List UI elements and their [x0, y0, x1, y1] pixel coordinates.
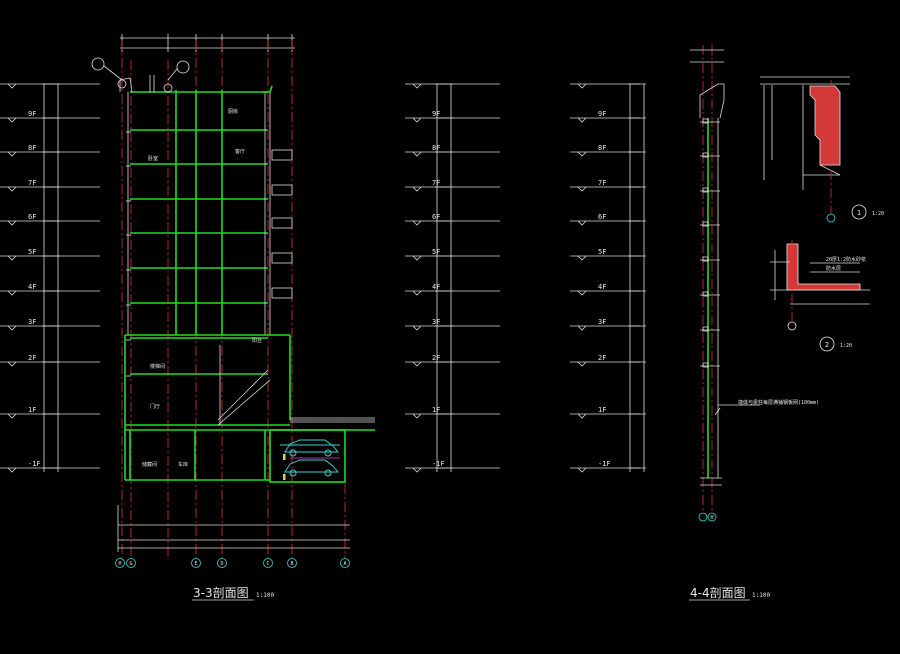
- axis-bubble-4-4: H: [698, 512, 717, 522]
- floor-label: 8F: [598, 144, 606, 152]
- svg-text:储藏间: 储藏间: [142, 461, 157, 468]
- structural-walls: [124, 90, 375, 481]
- top-dimension-chain: [120, 34, 295, 52]
- section-4-4-slabs: [700, 118, 720, 368]
- floor-label: 4F: [28, 283, 36, 291]
- svg-text:阳台: 阳台: [252, 337, 262, 344]
- svg-text:1:20: 1:20: [840, 343, 852, 349]
- axis-label: H: [118, 561, 121, 567]
- floor-label: 4F: [598, 283, 606, 291]
- svg-text:客厅: 客厅: [235, 148, 245, 155]
- detail-2-note: 20厚1:2防水砂浆: [826, 256, 866, 263]
- detail-2: 20厚1:2防水砂浆 防水层: [770, 240, 870, 331]
- floor-label: 1F: [598, 406, 606, 414]
- bottom-dimension-chain: [117, 505, 350, 552]
- floor-label: 3F: [28, 318, 36, 326]
- floor-label: 2F: [598, 354, 606, 362]
- detail-1-bubble: 1 1:20: [851, 204, 884, 220]
- detail-1: [760, 76, 850, 223]
- floor-label: -1F: [432, 460, 445, 468]
- floor-label: 5F: [598, 248, 606, 256]
- floor-label: 6F: [432, 213, 440, 221]
- floor-label: 1F: [28, 406, 36, 414]
- floor-label: 7F: [432, 179, 440, 187]
- detail-2-bubble: 2 1:20: [819, 336, 852, 352]
- balconies: [271, 149, 293, 299]
- floor-label: 8F: [432, 144, 440, 152]
- axis-label: G: [129, 561, 132, 567]
- detail-1-number: 1: [857, 209, 861, 217]
- title-4-4: 4-4剖面图 1:100: [689, 586, 770, 601]
- room-labels: 卧室 厨房 客厅 阳台 楼梯间 门厅 储藏间 车库 墙体与梁柱每层满铺钢板网(1…: [142, 108, 819, 468]
- section-4-4-drawing: [690, 45, 760, 515]
- balcony-rail: [271, 149, 293, 161]
- floor-label: 5F: [432, 248, 440, 256]
- axis-label: A: [343, 561, 346, 567]
- balcony-rail: [271, 287, 293, 299]
- floor-label: 1F: [432, 406, 440, 414]
- floor-label: 8F: [28, 144, 36, 152]
- floor-label: 5F: [28, 248, 36, 256]
- floor-label: -1F: [28, 460, 41, 468]
- floor-label: 6F: [598, 213, 606, 221]
- axis-label: D: [220, 561, 223, 567]
- detail-2-number: 2: [825, 341, 829, 349]
- section-3-3-drawing: [117, 34, 375, 560]
- balcony-rail: [271, 217, 293, 229]
- roof-parapet: [119, 75, 273, 93]
- section-4-4-title: 4-4剖面图: [690, 586, 746, 600]
- floor-label: 6F: [28, 213, 36, 221]
- floor-label: 9F: [432, 110, 440, 118]
- svg-text:1:20: 1:20: [872, 211, 884, 217]
- floor-label: 7F: [598, 179, 606, 187]
- svg-text:H: H: [710, 515, 713, 521]
- floor-slabs: [126, 91, 268, 377]
- axis-label: C: [266, 561, 269, 567]
- garage: [269, 417, 375, 483]
- floor-label: 9F: [28, 110, 36, 118]
- floor-label: 7F: [28, 179, 36, 187]
- floor-label: 4F: [432, 283, 440, 291]
- svg-text:门厅: 门厅: [150, 403, 160, 410]
- title-3-3: 3-3剖面图 1:100: [192, 586, 274, 601]
- balcony-rail: [271, 252, 293, 264]
- detail-2-note-2: 防水层: [826, 265, 841, 272]
- svg-text:车库: 车库: [178, 461, 188, 468]
- svg-text:卧室: 卧室: [148, 155, 158, 162]
- floor-label: 2F: [28, 354, 36, 362]
- floor-label: 9F: [598, 110, 606, 118]
- axis-label: E: [194, 561, 197, 567]
- stair: [217, 345, 271, 426]
- floor-label: -1F: [598, 460, 611, 468]
- level-marker-sets: 9F 8F 7F 6F 5F 4F 3F 2F 1F -1F 9F 8F 7F 6F 5F 4F 3F 2F 1F -…: [0, 83, 646, 473]
- section-4-4-scale: 1:100: [752, 592, 770, 599]
- svg-text:楼梯间: 楼梯间: [150, 363, 165, 370]
- section-3-3-title: 3-3剖面图: [193, 586, 249, 600]
- section-3-3-scale: 1:100: [256, 592, 274, 599]
- wall-note: 墙体与梁柱每层满铺钢板网(100mm): [738, 399, 819, 406]
- svg-text:厨房: 厨房: [228, 108, 238, 115]
- floor-label: 3F: [432, 318, 440, 326]
- floor-label: 3F: [598, 318, 606, 326]
- balcony-rail: [271, 184, 293, 196]
- floor-label: 2F: [432, 354, 440, 362]
- axis-label: B: [290, 561, 293, 567]
- roof-axis-bubbles: [91, 57, 190, 93]
